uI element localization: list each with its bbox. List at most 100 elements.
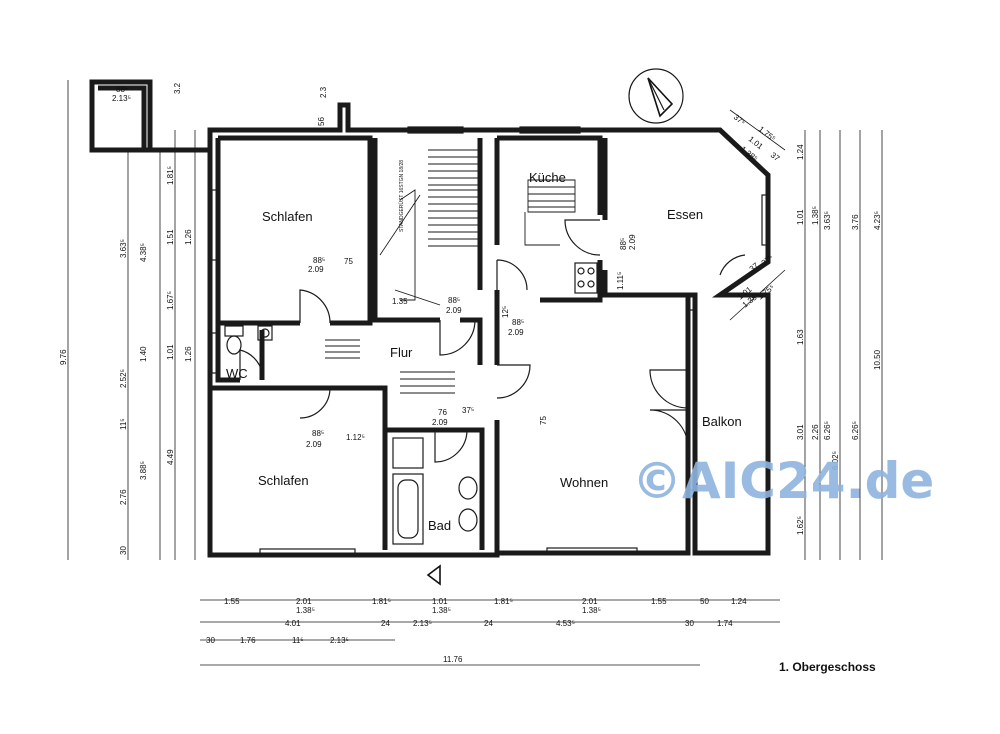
dim-door-10: 76 <box>438 408 447 417</box>
dim-right-1-0: 1.24 <box>796 144 805 160</box>
room-label-wohnen: Wohnen <box>560 475 608 490</box>
dim-left-4-0: 1.26 <box>184 229 193 245</box>
dim-top-4: 3.2 <box>173 82 182 94</box>
dim-top-2: 56 <box>317 117 326 126</box>
dim-door-16: 88⁵ <box>619 238 628 250</box>
dim-left-1-3: 2.76 <box>119 489 128 505</box>
dim-right-3-2: 6.02⁵ <box>831 451 840 470</box>
dim-left-2-2: 3.88⁵ <box>139 461 148 480</box>
dim-top-1: 2.13⁵ <box>112 94 131 103</box>
door-dimensions: 88⁵ 2.09 75 88⁵ 2.09 1.12⁵ 88⁵ 2.09 1.35… <box>306 234 637 449</box>
watermark: ©AIC24.de <box>632 452 934 510</box>
dim-bottom-1-8: 1.24 <box>731 597 747 606</box>
dim-top-3: 2.3 <box>319 86 328 98</box>
dim-bottom-3-3: 2.13⁵ <box>330 636 349 645</box>
room-label-schlafen-top: Schlafen <box>262 209 313 224</box>
dim-bottom-1-6: 1.55 <box>651 597 667 606</box>
dim-door-0: 88⁵ <box>313 256 325 265</box>
dim-left-4-1: 1.26 <box>184 346 193 362</box>
door-swings <box>239 219 746 463</box>
room-label-essen: Essen <box>667 207 703 222</box>
dim-right-5-1: 10.50 <box>873 349 882 370</box>
dim-bottom-2-2: 2.13⁵ <box>413 619 432 628</box>
room-label-kueche: Küche <box>529 170 566 185</box>
dim-bottom-2-0: 4.01 <box>285 619 301 628</box>
interior-walls <box>212 135 688 553</box>
dim-door-2: 75 <box>344 257 353 266</box>
dim-bay-top-3: 37⁵ <box>732 112 747 127</box>
room-label-flur: Flur <box>390 345 413 360</box>
dim-left-1-0: 3.63⁵ <box>119 239 128 258</box>
dim-right-3-1: 6.26⁵ <box>823 421 832 440</box>
dim-right-1-3: 3.01 <box>796 424 805 440</box>
dim-bottom-total: 11.76 <box>443 655 463 664</box>
dim-door-5: 1.12⁵ <box>346 433 365 442</box>
dim-door-1: 2.09 <box>308 265 324 274</box>
stair-note: STANDGERÜST 16STGN 18/28 <box>398 160 405 232</box>
dim-right-2-1: 2.26 <box>811 424 820 440</box>
dim-door-17: 2.09 <box>628 234 637 250</box>
dimension-lines <box>67 80 883 666</box>
left-dimensions: 3.63⁵ 2.52⁵ 11⁵ 2.76 30 4.38⁵ 1.40 3.88⁵… <box>59 166 193 555</box>
dim-bottom-2-5: 30 <box>685 619 694 628</box>
dim-door-14: 2.09 <box>508 328 524 337</box>
dim-bottom-3-1: 1.76 <box>240 636 256 645</box>
north-arrow <box>628 68 684 124</box>
room-label-schlafen-bottom: Schlafen <box>258 473 309 488</box>
floor-label: 1. Obergeschoss <box>779 660 876 674</box>
dim-top-0: 88⁵ <box>116 85 128 94</box>
dim-left-1-4: 30 <box>119 546 128 555</box>
dim-bottom-1b-1: 1.38⁵ <box>432 606 451 615</box>
dim-bottom-1-5: 2.01 <box>582 597 598 606</box>
dim-left-3-1: 1.51 <box>166 229 175 245</box>
dim-bottom-1-1: 2.01 <box>296 597 312 606</box>
dim-left-1-1: 2.52⁵ <box>119 369 128 388</box>
dim-left-3-4: 4.49 <box>166 449 175 465</box>
dim-door-11: 2.09 <box>432 418 448 427</box>
dim-bottom-2-4: 4.53⁵ <box>556 619 575 628</box>
dim-right-3-0: 3.63⁵ <box>823 211 832 230</box>
dim-door-18: 75 <box>539 416 548 425</box>
dim-right-1-1: 1.01 <box>796 209 805 225</box>
dim-bottom-2-1: 24 <box>381 619 390 628</box>
dim-bottom-1-0: 1.55 <box>224 597 240 606</box>
dim-left-3-3: 1.01 <box>166 344 175 360</box>
dim-bottom-1b-0: 1.38⁵ <box>296 606 315 615</box>
dim-door-3: 88⁵ <box>312 429 324 438</box>
stairs <box>325 149 576 394</box>
dim-bottom-2-6: 1.74 <box>717 619 733 628</box>
dim-left-2-1: 1.40 <box>139 346 148 362</box>
dim-right-4-1: 6.26⁵ <box>851 421 860 440</box>
dim-left-3-2: 1.67⁵ <box>166 291 175 310</box>
fixtures <box>224 262 598 545</box>
dim-door-15: 1.11⁵ <box>616 272 625 290</box>
right-dimensions: 1.24 1.01 1.63 3.01 1.62⁵ 1.38⁵ 2.26 3.6… <box>796 144 882 535</box>
dim-left-1-2: 11⁵ <box>119 418 128 430</box>
room-label-balkon: Balkon <box>702 414 742 429</box>
dim-bottom-1b-2: 1.38⁵ <box>582 606 601 615</box>
dim-right-1-4: 1.62⁵ <box>796 516 805 535</box>
dim-right-2-0: 1.38⁵ <box>811 206 820 225</box>
dim-right-1-2: 1.63 <box>796 329 805 345</box>
dim-door-9: 12⁵ <box>501 306 510 318</box>
dim-door-7: 2.09 <box>446 306 462 315</box>
room-label-bad: Bad <box>428 518 451 533</box>
dim-left-3-0: 1.81⁵ <box>166 166 175 185</box>
dim-bay-top-4: 37 <box>769 150 782 163</box>
dim-left-2-0: 4.38⁵ <box>139 243 148 262</box>
dim-door-13: 88⁵ <box>512 318 524 327</box>
dim-bottom-3-0: 30 <box>206 636 215 645</box>
dim-door-8: 1.35 <box>392 297 408 306</box>
dim-door-12: 37⁵ <box>462 406 474 415</box>
room-label-wc: WC <box>226 366 248 381</box>
dim-door-4: 2.09 <box>306 440 322 449</box>
dim-door-6: 88⁵ <box>448 296 460 305</box>
dim-bottom-1-4: 1.81⁵ <box>494 597 513 606</box>
dim-bottom-2-3: 24 <box>484 619 493 628</box>
dim-bottom-1-2: 1.81⁵ <box>372 597 391 606</box>
entrance-arrow <box>426 564 441 586</box>
dim-right-4-0: 3.76 <box>851 214 860 230</box>
windows <box>211 126 769 556</box>
